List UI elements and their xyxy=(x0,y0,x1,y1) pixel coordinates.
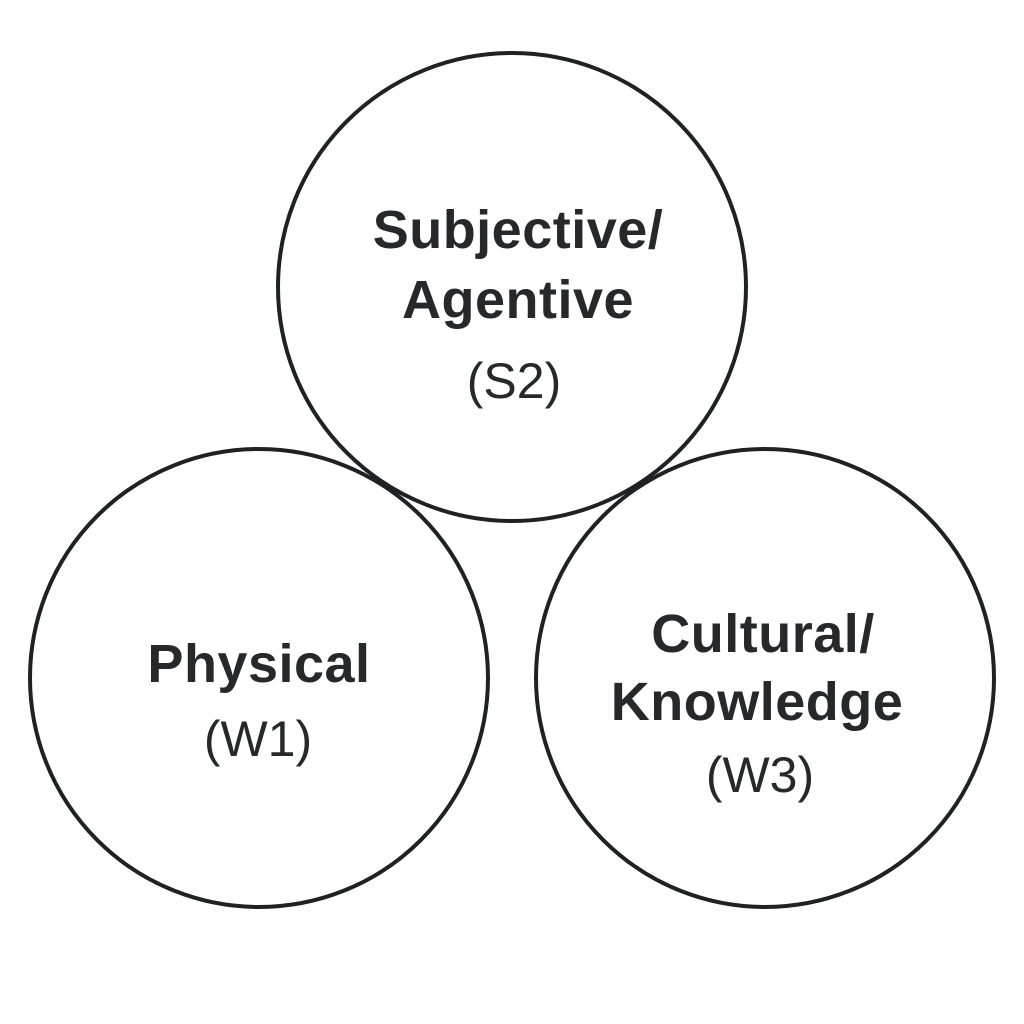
subjective-label-line2: Agentive xyxy=(402,270,634,330)
subjective-label-line1: Subjective/ xyxy=(373,200,664,260)
circle-cultural-outline xyxy=(534,447,996,909)
circle-physical-outline xyxy=(28,447,490,909)
physical-label: Physical xyxy=(147,634,370,694)
physical-code: (W1) xyxy=(204,711,312,767)
circle-cultural-knowledge: Cultural/ Knowledge (W3) xyxy=(534,447,996,909)
circle-subjective-outline xyxy=(276,51,748,523)
cultural-label-line2: Knowledge xyxy=(611,672,904,732)
cultural-code: (W3) xyxy=(706,747,814,803)
circle-subjective-agentive: Subjective/ Agentive (S2) xyxy=(276,51,748,523)
cultural-label-line1: Cultural/ xyxy=(651,604,875,664)
circle-physical: Physical (W1) xyxy=(28,447,490,909)
subjective-code: (S2) xyxy=(467,353,561,409)
